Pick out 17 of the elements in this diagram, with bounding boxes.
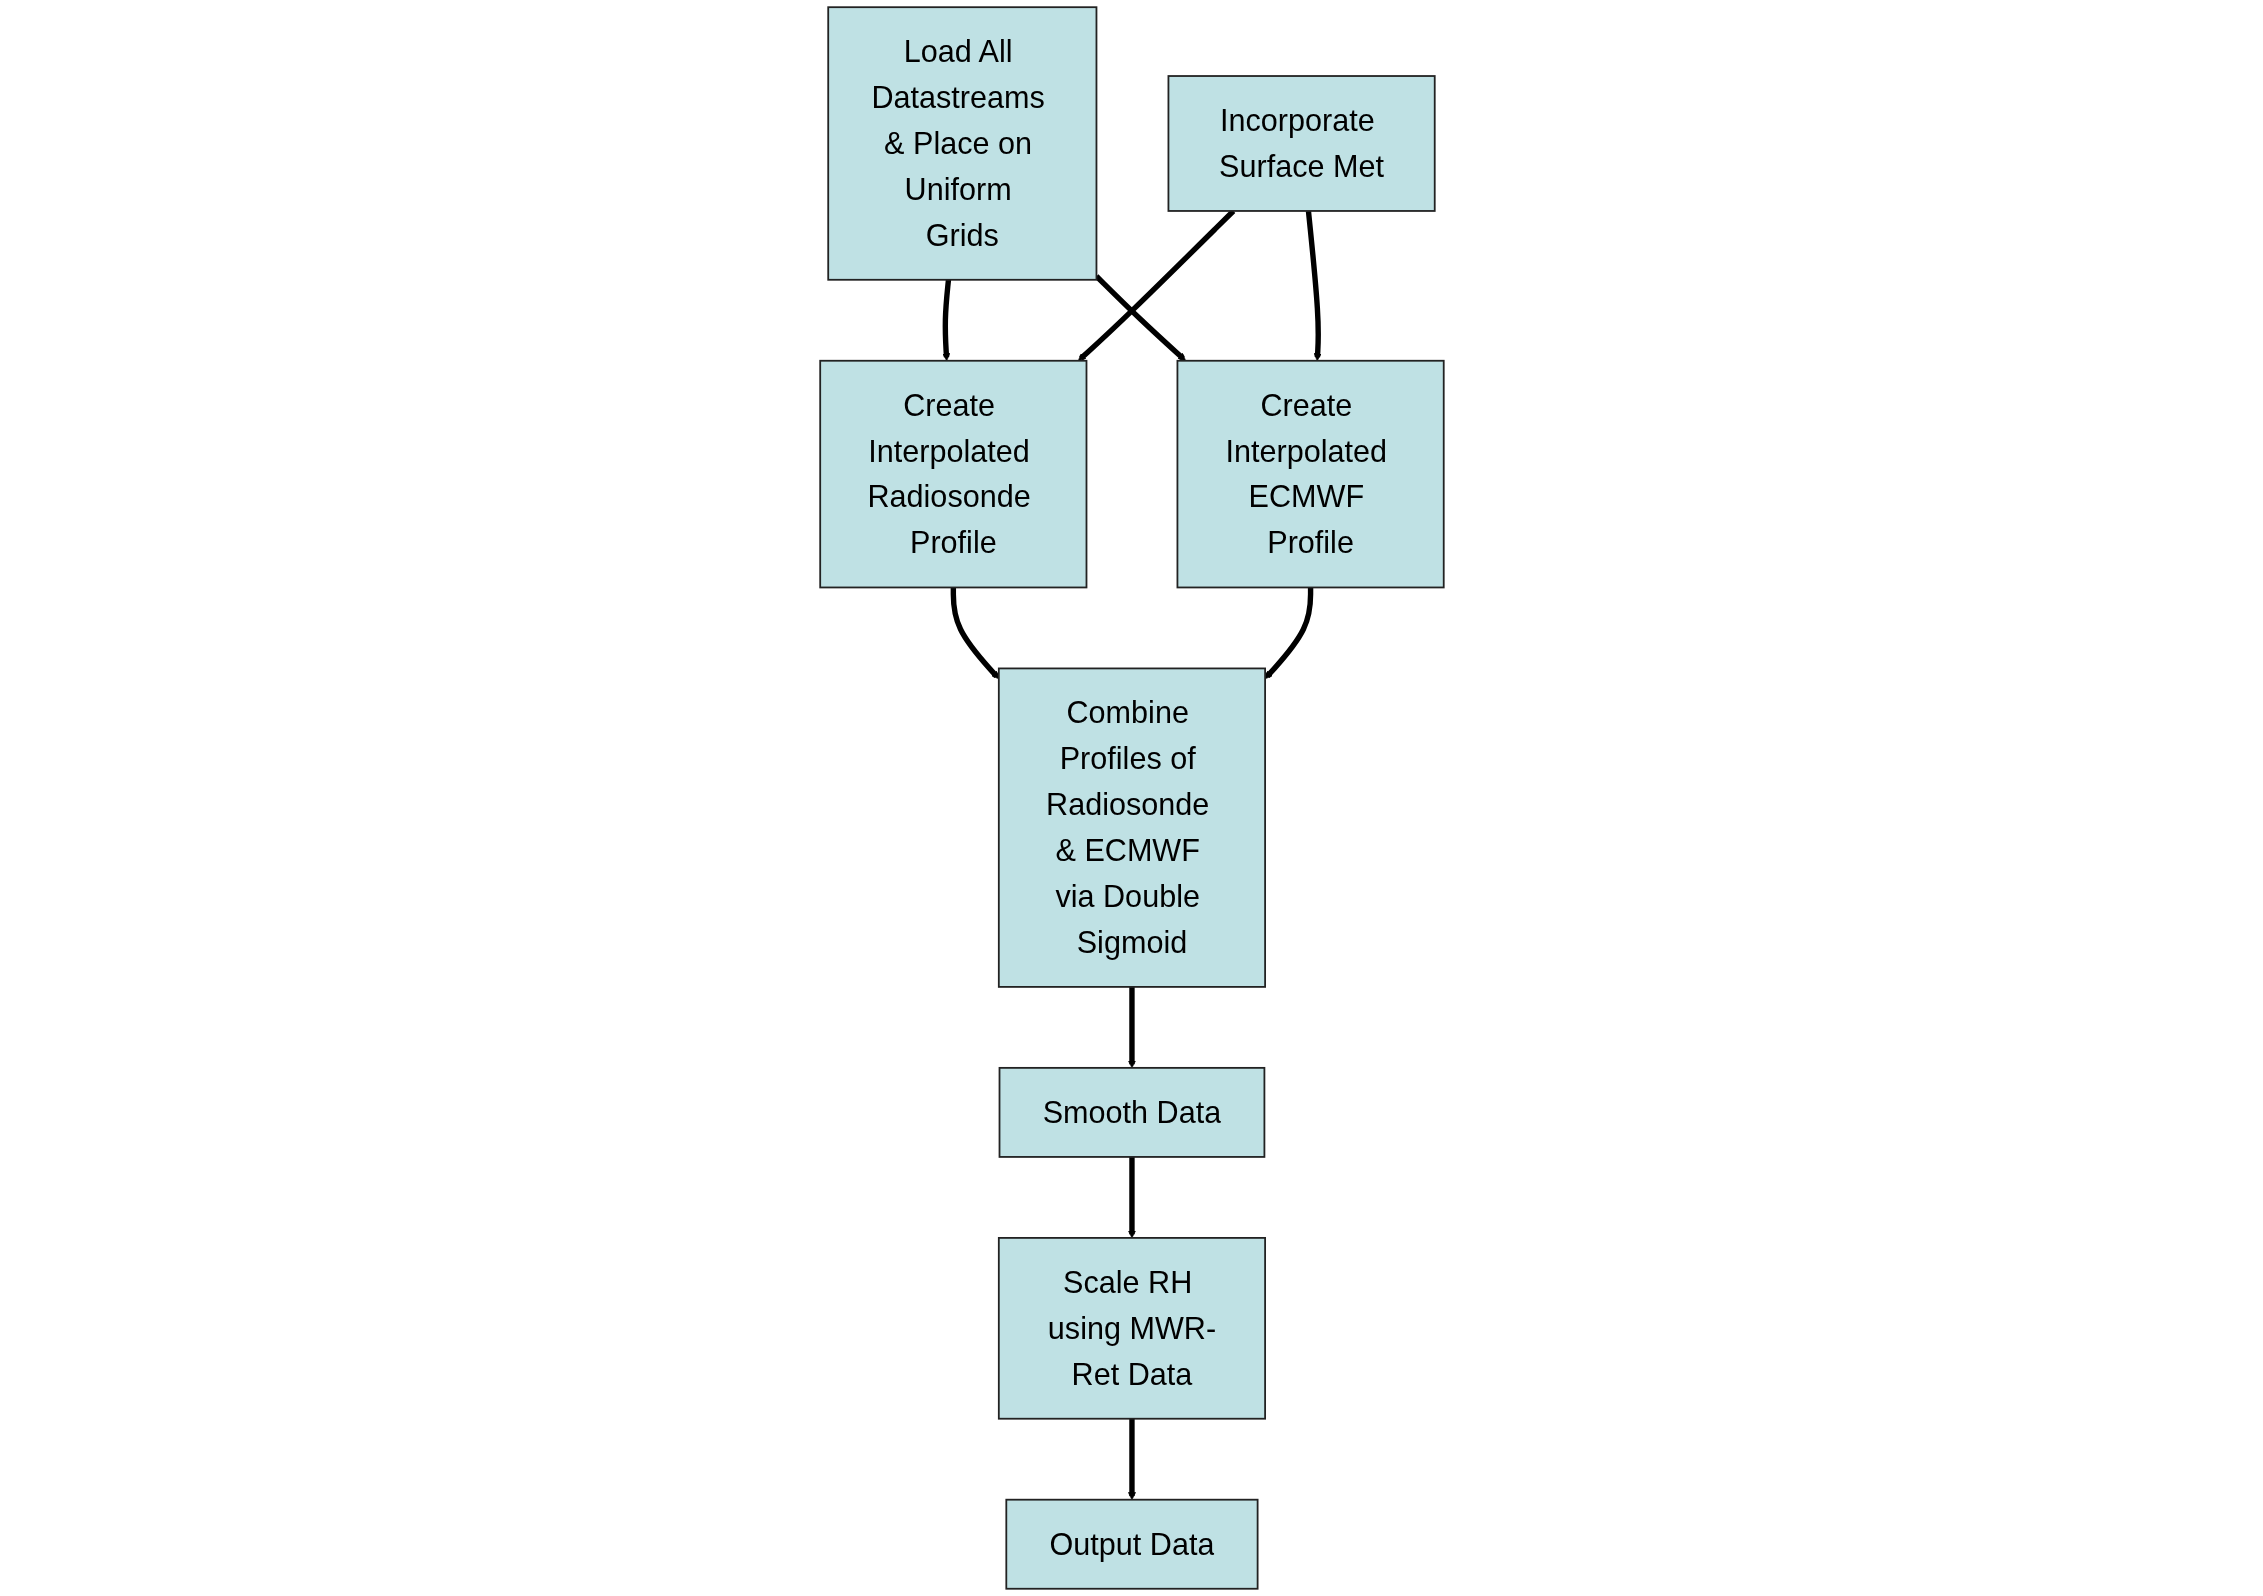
node-box: Output Data bbox=[1004, 1498, 1259, 1590]
arrow bbox=[1305, 210, 1322, 362]
node-box: Smooth Data bbox=[998, 1067, 1265, 1158]
arrow bbox=[1094, 274, 1186, 362]
arrow bbox=[1077, 209, 1235, 362]
arrow bbox=[1127, 1156, 1136, 1239]
arrow bbox=[950, 587, 999, 680]
node-box: Incorporate Surface Met bbox=[1167, 75, 1436, 212]
node-box: Scale RH using MWR-Ret Data bbox=[997, 1237, 1266, 1420]
arrow bbox=[1264, 587, 1313, 680]
arrow bbox=[941, 279, 951, 362]
node-box: Load All Datastreams & Place on Uniform Grids bbox=[826, 6, 1097, 281]
node-box: Combine Profiles of Radiosonde & ECMWF via Double Sigmoid bbox=[997, 667, 1266, 988]
arrow bbox=[1127, 986, 1136, 1069]
node-box: Create Interpolated ECMWF Profile bbox=[1176, 359, 1445, 589]
node-box: Create Interpolated Radiosonde Profile bbox=[818, 359, 1087, 589]
arrow bbox=[1127, 1418, 1136, 1501]
